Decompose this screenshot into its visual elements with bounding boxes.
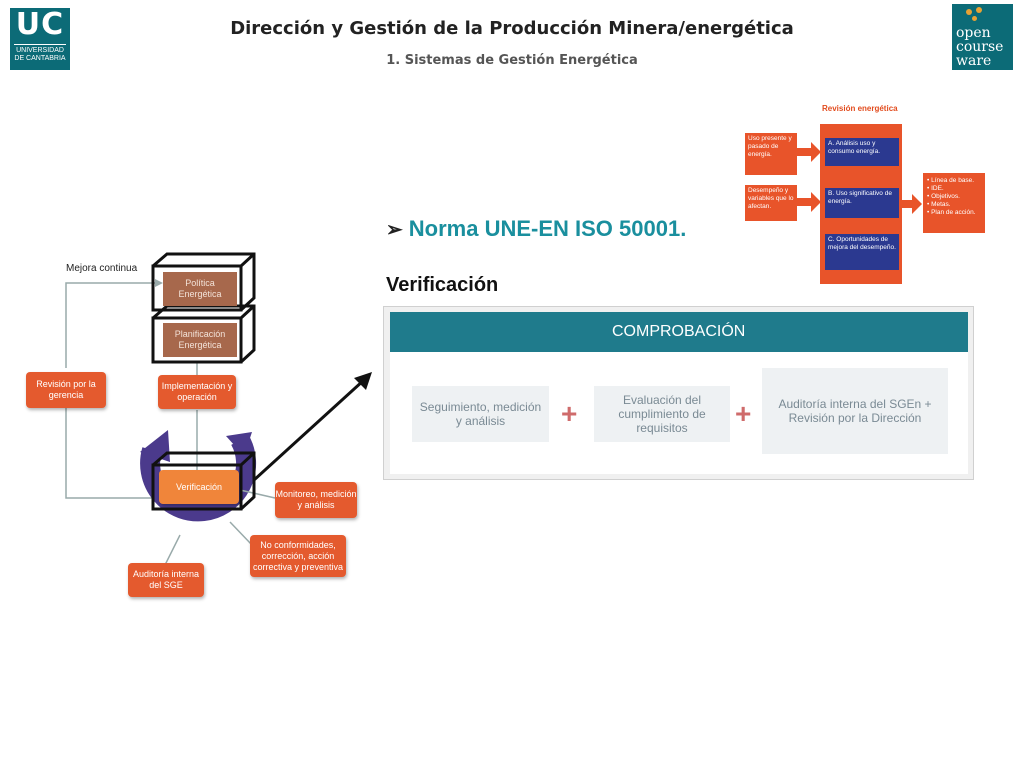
revision-step-a: A. Análisis uso y consumo energía. xyxy=(825,138,899,166)
revision-step-c: C. Oportunidades de mejora del desempeño… xyxy=(825,234,899,270)
comprobacion-step-seguimiento: Seguimiento, medición y análisis xyxy=(412,386,549,442)
no-conformidades-box: No conformidades, corrección, acción cor… xyxy=(250,535,346,577)
revision-input-arrows xyxy=(795,142,821,212)
uc-logo-line1: UNIVERSIDAD xyxy=(16,47,64,54)
auditoria-box: Auditoría interna del SGE xyxy=(128,563,204,597)
ocw-logo-line2: course xyxy=(956,39,1004,55)
verificacion-box: Verificación xyxy=(159,470,239,504)
uc-logo: UC UNIVERSIDAD DE CANTABRIA xyxy=(10,8,70,70)
revision-output-item: • Plan de acción. xyxy=(927,209,976,216)
revision-gerencia-box: Revisión por la gerencia xyxy=(26,372,106,408)
plus-icon: + xyxy=(735,398,752,429)
revision-output-item: • Línea de base. xyxy=(927,177,975,184)
comprobacion-step-auditoria: Auditoría interna del SGEn + Revisión po… xyxy=(762,368,948,454)
uc-logo-text: UNIVERSIDAD DE CANTABRIA xyxy=(14,44,66,63)
comprobacion-header-text: COMPROBACIÓN xyxy=(612,323,746,340)
bullet-arrow-icon: ➢ xyxy=(386,219,403,241)
revision-output-item: • Metas. xyxy=(927,201,951,208)
page-title: Dirección y Gestión de la Producción Min… xyxy=(230,18,794,39)
uc-logo-mark: UC xyxy=(15,7,65,42)
plus-icon: + xyxy=(561,398,578,429)
monitoreo-box: Monitoreo, medición y análisis xyxy=(275,482,357,518)
revision-output-item: • Objetivos. xyxy=(927,193,960,200)
norma-text: Norma UNE-EN ISO 50001. xyxy=(408,216,687,241)
comprobacion-step-evaluacion: Evaluación del cumplimiento de requisito… xyxy=(594,386,730,442)
implementacion-box: Implementación y operación xyxy=(158,375,236,409)
revision-step-b: B. Uso significativo de energía. xyxy=(825,188,899,218)
revision-input-desempeno: Desempeño y variables que lo afectan. xyxy=(745,185,797,221)
mejora-continua-label: Mejora continua xyxy=(66,263,138,274)
comprobacion-header: COMPROBACIÓN xyxy=(390,312,968,352)
revision-outputs: • Línea de base. • IDE. • Objetivos. • M… xyxy=(923,173,985,233)
politica-box: Política Energética xyxy=(163,272,237,306)
revision-output-arrow xyxy=(900,194,922,214)
ocw-logo-line3: ware xyxy=(956,53,992,69)
uc-logo-line2: DE CANTABRIA xyxy=(14,55,66,62)
ocw-logo-line1: open xyxy=(956,25,991,41)
ocw-logo: open course ware xyxy=(952,4,1013,70)
norma-heading: ➢Norma UNE-EN ISO 50001. xyxy=(386,216,686,242)
planificacion-box: Planificación Energética xyxy=(163,323,237,357)
verificacion-heading: Verificación xyxy=(386,274,499,296)
revision-output-item: • IDE. xyxy=(927,185,944,192)
page-subtitle: 1. Sistemas de Gestión Energética xyxy=(386,53,638,68)
revision-input-uso: Uso presente y pasado de energía. xyxy=(745,133,797,175)
revision-title: Revisión energética xyxy=(822,104,898,113)
